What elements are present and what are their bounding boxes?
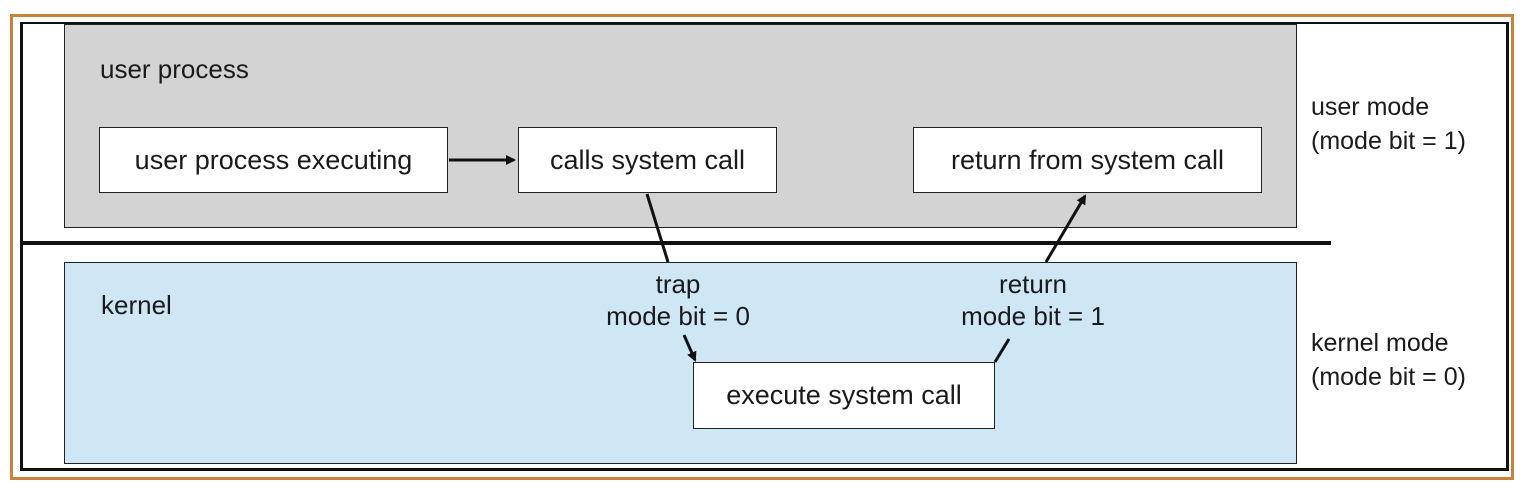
user-mode-label: user mode (mode bit = 1): [1311, 90, 1466, 158]
user-mode-label-line2: (mode bit = 1): [1311, 127, 1466, 155]
mode-divider-line: [23, 241, 1331, 245]
execute-to-return-line: [993, 338, 1011, 363]
return-label-line2: mode bit = 1: [961, 301, 1105, 331]
return-to-return-box-arrow: [1044, 194, 1087, 263]
inner-frame: [20, 22, 1509, 471]
user-process-executing-box: user process executing: [99, 127, 448, 193]
calls-system-call-box: calls system call: [518, 127, 777, 193]
kernel-mode-label-line1: kernel mode: [1311, 329, 1449, 357]
kernel-mode-label-line2: (mode bit = 0): [1311, 363, 1466, 391]
return-label-line1: return: [999, 269, 1067, 299]
user-process-label: user process: [100, 54, 249, 84]
calls-to-trap-line: [645, 193, 670, 263]
trap-label: trap mode bit = 0: [583, 268, 773, 332]
trap-label-line1: trap: [655, 269, 701, 299]
trap-to-execute-arrow: [682, 334, 697, 362]
trap-label-line2: mode bit = 0: [606, 301, 750, 331]
execute-system-call-box: execute system call: [693, 362, 995, 429]
outer-frame: [10, 14, 1514, 480]
user-process-region: [64, 24, 1297, 228]
kernel-mode-label: kernel mode (mode bit = 0): [1311, 326, 1466, 394]
return-label: return mode bit = 1: [938, 268, 1128, 332]
return-from-system-call-box: return from system call: [913, 127, 1262, 193]
user-mode-label-line1: user mode: [1311, 93, 1430, 121]
kernel-region: [64, 262, 1297, 464]
kernel-label: kernel: [101, 290, 172, 320]
